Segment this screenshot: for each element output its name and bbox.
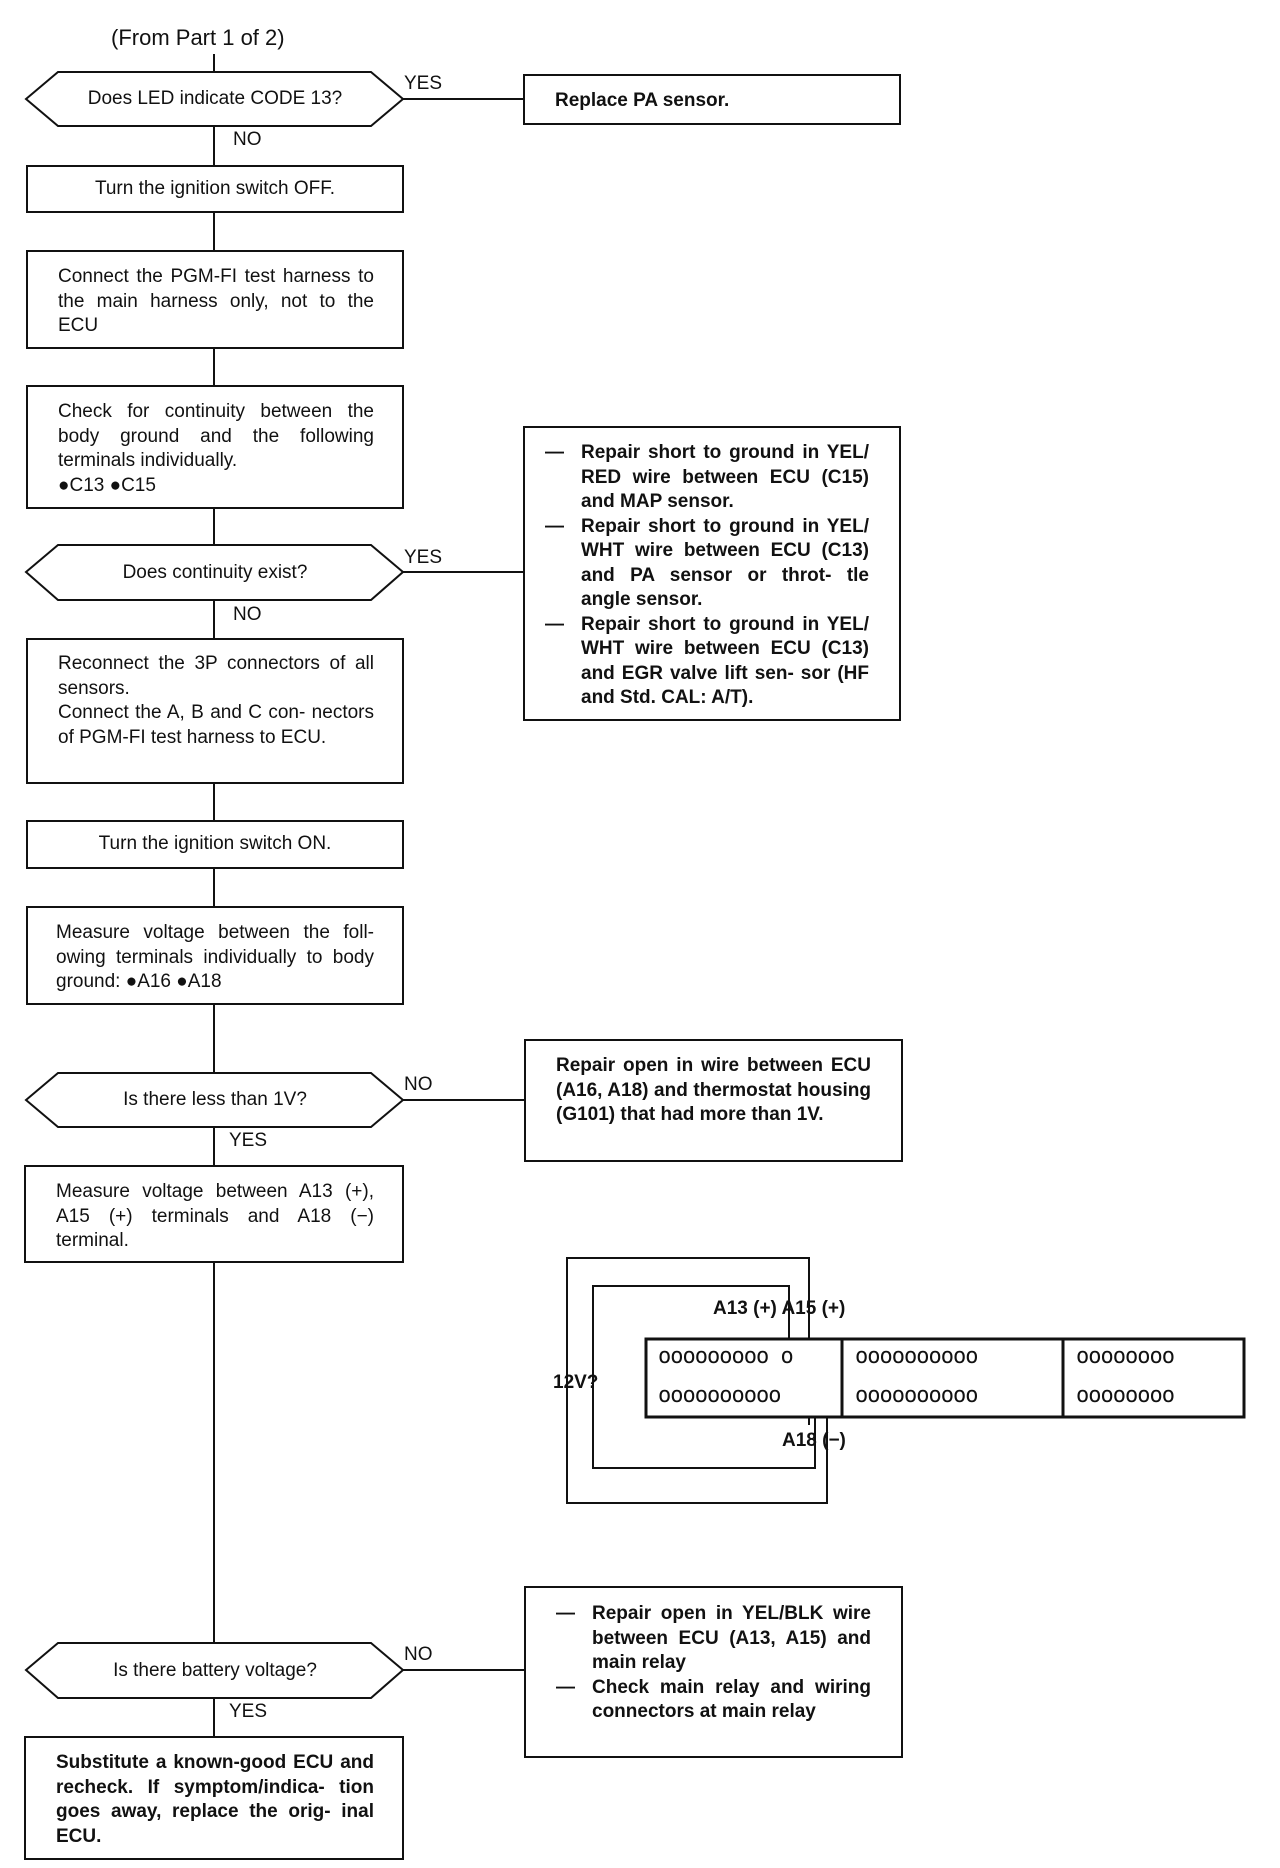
yes-label: YES <box>229 1130 268 1151</box>
decision-less-than-1v: Is there less than 1V? <box>123 1089 307 1110</box>
decision-shape <box>24 71 405 127</box>
decision-shape <box>24 1072 405 1128</box>
reconnect-text-2: Connect the A, B and C con- nectors of P… <box>58 702 374 748</box>
repair-action-item: Repair short to ground in YEL/ WHT wire … <box>545 613 869 711</box>
substitute-ecu-box: Substitute a known-good ECU and recheck.… <box>24 1736 404 1860</box>
decision-continuity: Does continuity exist? <box>122 561 308 583</box>
yes-label: YES <box>404 547 443 568</box>
decision-code-13: Does LED indicate CODE 13? <box>87 88 343 109</box>
decision-shape <box>24 1642 405 1699</box>
header-from-part: (From Part 1 of 2) <box>111 25 285 50</box>
connector-wiring <box>566 1257 828 1504</box>
repair-action-item: Repair short to ground in YEL/ WHT wire … <box>545 515 869 613</box>
connector-pins-b-row2: oooooooooo <box>855 1383 978 1408</box>
reconnect-text-1: Reconnect the 3P connectors of all senso… <box>58 653 374 699</box>
yes-label: YES <box>229 1701 268 1722</box>
repair-action-item: Repair open in YEL/BLK wire between ECU … <box>556 1602 871 1676</box>
connector-pins-a-row1: ooooooooo o <box>658 1344 794 1369</box>
no-label: NO <box>404 1074 433 1095</box>
terminal-label-a18: A18 (−) <box>782 1430 846 1451</box>
repair-open-box-1: Repair open in wire between ECU (A16, A1… <box>524 1039 903 1162</box>
yes-label: YES <box>404 73 443 94</box>
no-label: NO <box>233 129 262 150</box>
no-label: NO <box>404 1644 433 1665</box>
ignition-off-box: Turn the ignition switch OFF. <box>26 165 404 213</box>
measure-voltage-box-2: Measure voltage between A13 (+), A15 (+)… <box>24 1165 404 1263</box>
terminal-label-a13-a15: A13 (+) A15 (+) <box>713 1298 846 1319</box>
repair-short-box: Repair short to ground in YEL/ RED wire … <box>523 426 901 721</box>
connector-pins-b-row1: oooooooooo <box>855 1344 978 1369</box>
repair-action-item: Repair short to ground in YEL/ RED wire … <box>545 441 869 515</box>
connect-harness-box: Connect the PGM-FI test harness to the m… <box>26 250 404 349</box>
connector-pins-c-row1: oooooooo <box>1076 1344 1175 1369</box>
check-continuity-box: Check for continuity between the body gr… <box>26 385 404 509</box>
voltage-label: 12V? <box>553 1372 599 1393</box>
measure-voltage-box-1: Measure voltage between the foll- owing … <box>26 906 404 1005</box>
decision-battery-voltage: Is there battery voltage? <box>113 1659 317 1681</box>
connector-pins-c-row2: oooooooo <box>1076 1383 1175 1408</box>
decision-shape <box>24 544 405 601</box>
connector-pins-a-row2: oooooooooo <box>658 1383 781 1408</box>
ignition-on-box: Turn the ignition switch ON. <box>26 820 404 869</box>
reconnect-box: Reconnect the 3P connectors of all senso… <box>26 638 404 784</box>
ecu-connector <box>644 1337 1246 1419</box>
no-label: NO <box>233 604 262 625</box>
repair-action-item: Check main relay and wiring connectors a… <box>556 1676 871 1725</box>
check-continuity-text: Check for continuity between the body gr… <box>58 401 374 471</box>
replace-pa-sensor-box: Replace PA sensor. <box>523 74 901 125</box>
repair-open-box-2: Repair open in YEL/BLK wire between ECU … <box>524 1586 903 1758</box>
continuity-terminals: ●C13 ●C15 <box>58 474 156 496</box>
